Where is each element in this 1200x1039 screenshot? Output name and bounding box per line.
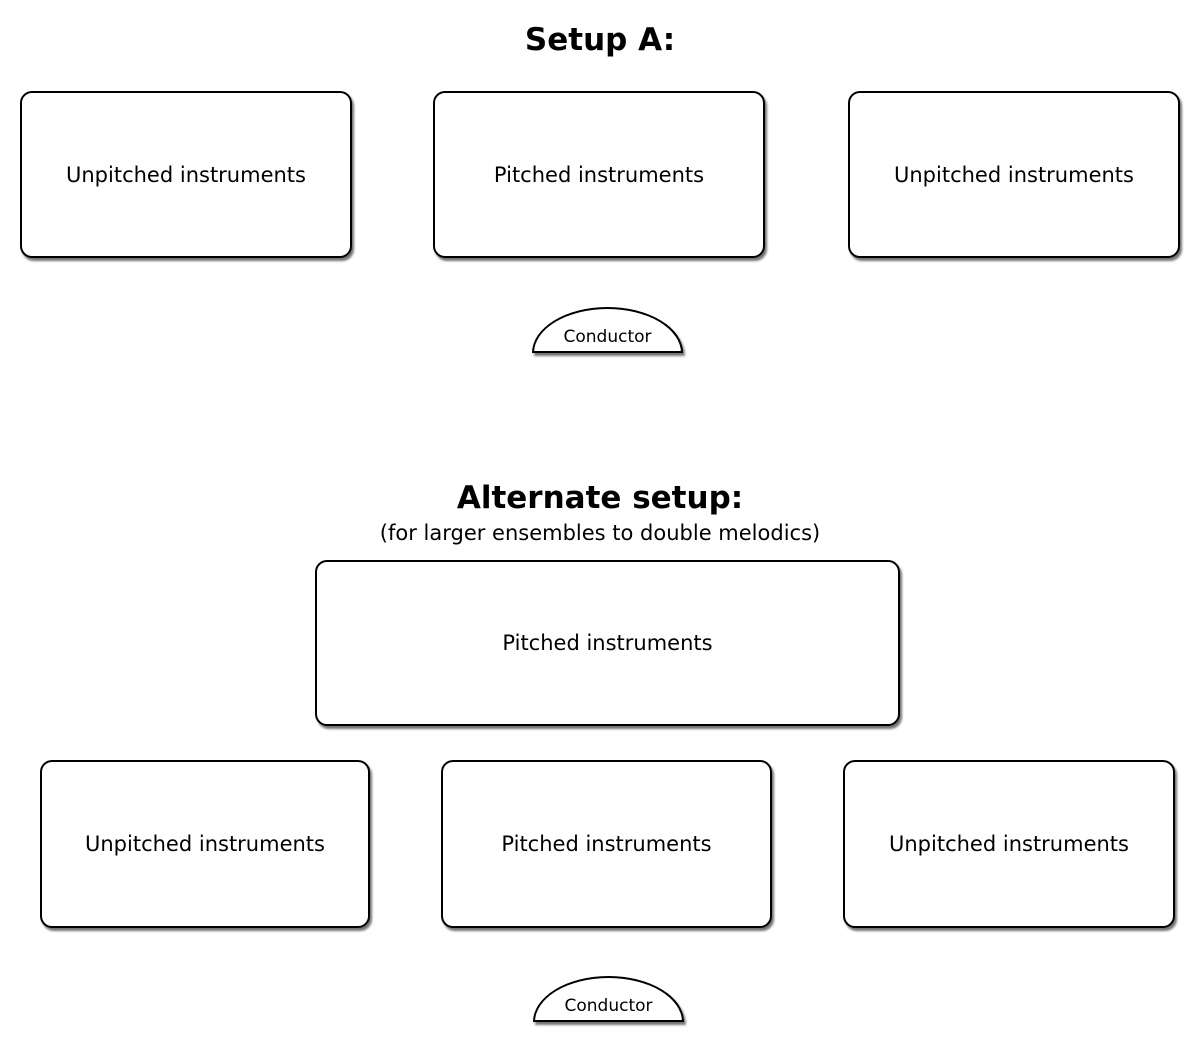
alternate-box-pitched-center: Pitched instruments [441, 760, 772, 928]
box-label: Unpitched instruments [66, 162, 306, 187]
conductor-label: Conductor [563, 327, 652, 347]
box-label: Unpitched instruments [85, 832, 325, 856]
box-label: Pitched instruments [493, 162, 705, 187]
box-label: Unpitched instruments [894, 162, 1134, 187]
setup-a-box-pitched-center: Pitched instruments [433, 91, 765, 258]
setup-a-title: Setup A: [524, 22, 676, 58]
box-label: Pitched instruments [501, 832, 712, 856]
alternate-conductor-shape: Conductor [533, 976, 684, 1022]
box-label: Unpitched instruments [889, 832, 1129, 856]
alternate-setup-subtitle: (for larger ensembles to double melodics… [379, 521, 821, 545]
alternate-box-unpitched-left: Unpitched instruments [40, 760, 370, 928]
setup-a-box-unpitched-right: Unpitched instruments [848, 91, 1180, 258]
alternate-box-unpitched-right: Unpitched instruments [843, 760, 1175, 928]
setup-a-conductor-shape: Conductor [532, 307, 683, 353]
setup-a-box-unpitched-left: Unpitched instruments [20, 91, 352, 258]
alternate-setup-title: Alternate setup: [456, 480, 744, 516]
alternate-box-pitched-wide: Pitched instruments [315, 560, 900, 726]
conductor-label: Conductor [564, 996, 653, 1016]
box-label: Pitched instruments [502, 631, 713, 655]
